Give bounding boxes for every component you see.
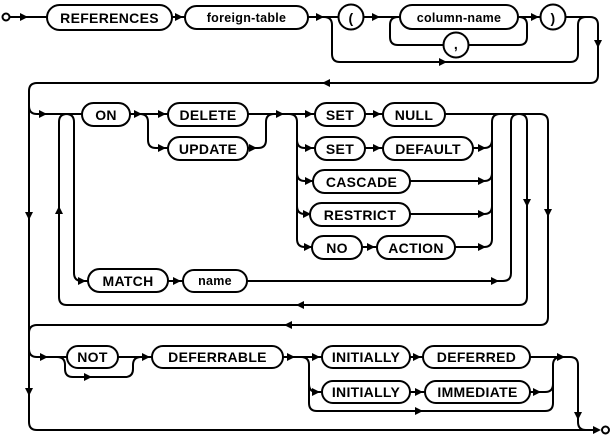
- node-name: name: [182, 269, 248, 293]
- svg-text:CASCADE: CASCADE: [326, 174, 397, 190]
- svg-text:NOT: NOT: [77, 349, 108, 365]
- svg-text:NULL: NULL: [395, 107, 434, 123]
- node-default: DEFAULT: [382, 136, 474, 161]
- svg-text:MATCH: MATCH: [102, 273, 153, 289]
- start-terminal-icon: [1, 12, 11, 22]
- node-cascade: CASCADE: [312, 169, 411, 194]
- node-null: NULL: [382, 102, 446, 127]
- node-update: UPDATE: [167, 136, 249, 161]
- end-terminal-icon: [601, 425, 610, 435]
- svg-text:column-name: column-name: [417, 11, 502, 25]
- node-column-name: column-name: [399, 4, 519, 30]
- svg-text:DELETE: DELETE: [179, 107, 236, 123]
- svg-text:REFERENCES: REFERENCES: [60, 10, 159, 26]
- node-close-paren: ): [539, 3, 567, 31]
- svg-text:RESTRICT: RESTRICT: [324, 207, 397, 223]
- node-set-1: SET: [314, 102, 366, 127]
- svg-text:(: (: [349, 10, 354, 26]
- svg-text:foreign-table: foreign-table: [207, 11, 287, 25]
- node-references: REFERENCES: [46, 4, 173, 31]
- node-restrict: RESTRICT: [309, 202, 411, 227]
- svg-text:SET: SET: [326, 141, 354, 157]
- rail-lines: [9, 16, 599, 431]
- svg-text:SET: SET: [326, 107, 354, 123]
- node-delete: DELETE: [167, 102, 249, 127]
- svg-text:DEFERRED: DEFERRED: [437, 349, 516, 365]
- svg-text:INITIALLY: INITIALLY: [332, 349, 401, 365]
- node-action: ACTION: [376, 235, 456, 260]
- svg-text:DEFERRABLE: DEFERRABLE: [168, 349, 267, 365]
- svg-text:IMMEDIATE: IMMEDIATE: [437, 384, 517, 400]
- node-on: ON: [81, 102, 131, 127]
- svg-text:DEFAULT: DEFAULT: [395, 141, 461, 157]
- svg-text:NO: NO: [326, 240, 348, 256]
- svg-text:): ): [551, 10, 556, 26]
- node-initially-1: INITIALLY: [321, 345, 411, 369]
- node-foreign-table: foreign-table: [184, 5, 309, 30]
- node-initially-2: INITIALLY: [321, 380, 411, 404]
- node-deferred: DEFERRED: [422, 345, 531, 369]
- node-set-2: SET: [314, 136, 366, 161]
- node-immediate: IMMEDIATE: [424, 380, 531, 404]
- svg-text:ON: ON: [95, 107, 117, 123]
- svg-text:,: ,: [454, 36, 458, 52]
- svg-text:INITIALLY: INITIALLY: [332, 384, 401, 400]
- node-match: MATCH: [87, 268, 169, 293]
- node-deferrable: DEFERRABLE: [151, 345, 284, 369]
- svg-text:UPDATE: UPDATE: [179, 141, 237, 157]
- arrowheads: [20, 13, 602, 434]
- node-no: NO: [311, 235, 363, 260]
- svg-text:name: name: [198, 274, 232, 288]
- node-not: NOT: [66, 345, 119, 369]
- node-comma: ,: [442, 31, 470, 59]
- svg-text:ACTION: ACTION: [388, 240, 443, 256]
- node-open-paren: (: [337, 3, 365, 31]
